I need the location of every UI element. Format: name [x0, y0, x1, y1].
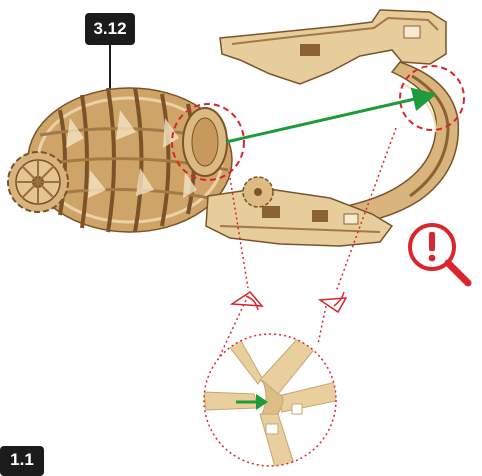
green-arrow-icon — [226, 96, 428, 142]
next-step-badge: 1.1 — [0, 446, 44, 476]
eye-view-icon — [320, 292, 346, 312]
lattice-egg-part — [8, 88, 232, 232]
step-number-badge: 3.12 — [85, 13, 135, 45]
exclamation-magnifier-icon — [410, 225, 468, 283]
zoom-detail-circle — [204, 332, 340, 470]
eye-view-icon — [232, 292, 262, 310]
